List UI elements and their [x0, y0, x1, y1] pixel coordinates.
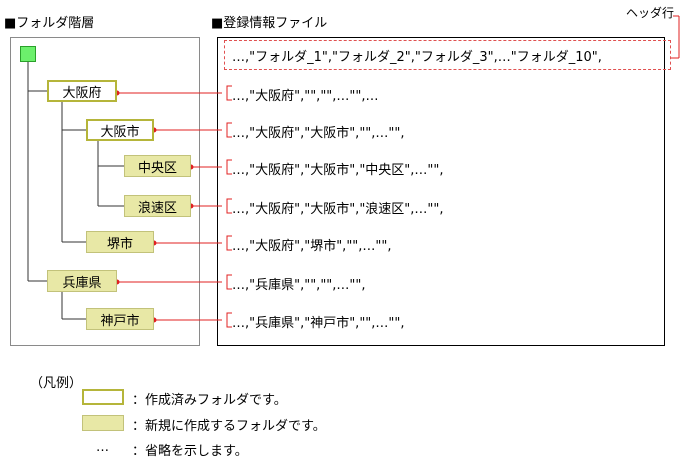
folder-node-kobe-shi: 神戸市	[86, 308, 154, 330]
header-row-text: …,"フォルダ_1","フォルダ_2","フォルダ_3",…"フォルダ_10",	[232, 50, 602, 65]
legend-ellipsis-text: ：省略を示します。	[132, 444, 248, 459]
data-row: …,"大阪府","堺市","",…"",	[232, 239, 392, 254]
folder-label: 兵庫県	[62, 275, 102, 291]
folder-node-chuo-ku: 中央区	[124, 155, 191, 177]
registration-file-panel	[217, 37, 665, 346]
folder-label: 大阪市	[100, 124, 140, 140]
root-folder-icon	[20, 46, 36, 62]
tree-panel-title: ■フォルダ階層	[4, 16, 95, 31]
data-row: …,"兵庫県","神戸市","",…"",	[232, 316, 405, 331]
data-row: …,"大阪府","大阪市","中央区",…"",	[232, 163, 444, 178]
folder-label: 浪速区	[137, 200, 177, 216]
data-row: …,"兵庫県","","",…"",	[232, 278, 366, 293]
folder-node-osaka-shi: 大阪市	[86, 119, 154, 141]
legend-ellipsis-symbol: …	[96, 440, 109, 455]
legend-new-text: ：新規に作成するフォルダです。	[132, 419, 326, 434]
folder-node-hyogo-ken: 兵庫県	[47, 270, 117, 292]
folder-label: 神戸市	[100, 313, 140, 329]
folder-label: 大阪府	[62, 85, 102, 101]
header-row-box	[224, 40, 671, 70]
legend-created-swatch	[82, 389, 124, 405]
data-panel-title: ■登録情報ファイル	[211, 16, 328, 31]
folder-node-osaka-fu: 大阪府	[47, 80, 117, 102]
folder-label: 中央区	[137, 160, 177, 176]
legend-new-swatch	[82, 415, 124, 431]
legend-created-text: ：作成済みフォルダです。	[132, 393, 287, 408]
folder-node-sakai-shi: 堺市	[86, 231, 154, 253]
legend-title: （凡例）	[30, 376, 83, 391]
folder-label: 堺市	[106, 236, 133, 252]
folder-tree-panel	[10, 37, 200, 346]
data-row: …,"大阪府","大阪市","",…"",	[232, 126, 405, 141]
header-row-label: ヘッダ行	[626, 6, 675, 20]
data-row: …,"大阪府","大阪市","浪速区",…"",	[232, 202, 444, 217]
data-row: …,"大阪府","","",…"",…	[232, 89, 379, 104]
folder-node-naniwa-ku: 浪速区	[124, 195, 191, 217]
